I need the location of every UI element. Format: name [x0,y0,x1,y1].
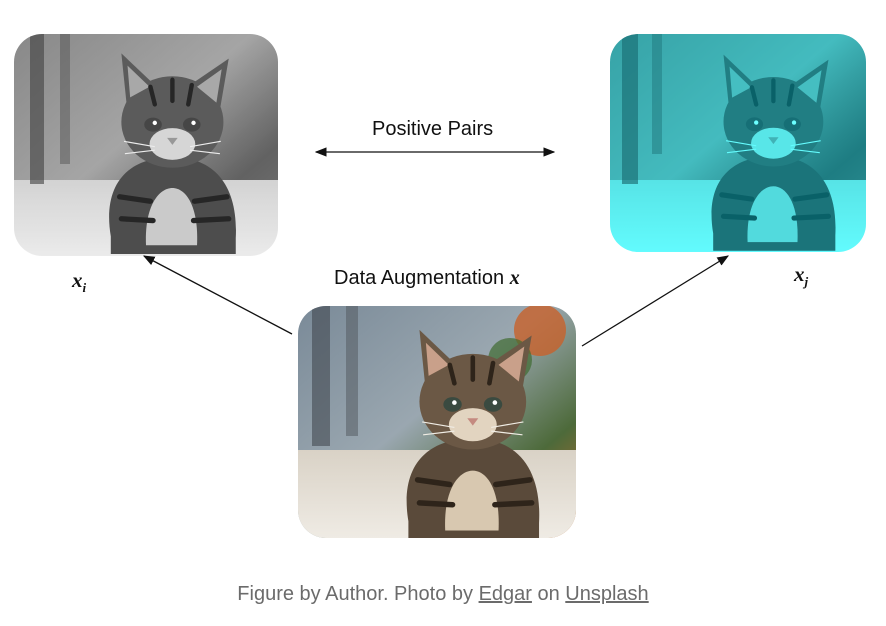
xi-subscript: i [82,280,87,295]
edgar-link[interactable]: Edgar [478,583,532,605]
figure-caption: Figure by Author. Photo by Edgar on Unsp… [0,583,886,606]
data-augmentation-text: Data Augmentation [334,267,505,289]
arrow-to-xj [581,255,729,347]
cyan-cat-image [610,34,866,252]
caption-prefix: Figure by Author. Photo by [237,583,479,605]
caption-middle: on [531,583,566,605]
grayscale-cat-image [14,34,278,256]
positive-pairs-label: Positive Pairs [372,118,494,140]
original-cat-image [298,306,576,538]
xj-subscript: j [804,274,809,289]
xi-base: x [72,268,83,292]
xi-label: xi [72,268,86,296]
unsplash-link[interactable]: Unsplash [565,583,649,605]
xj-label: xj [794,262,808,290]
x-variable: x [509,267,520,289]
data-augmentation-label: Data Augmentation x [334,267,520,290]
arrow-to-xi [142,255,293,335]
xj-base: x [794,262,805,286]
